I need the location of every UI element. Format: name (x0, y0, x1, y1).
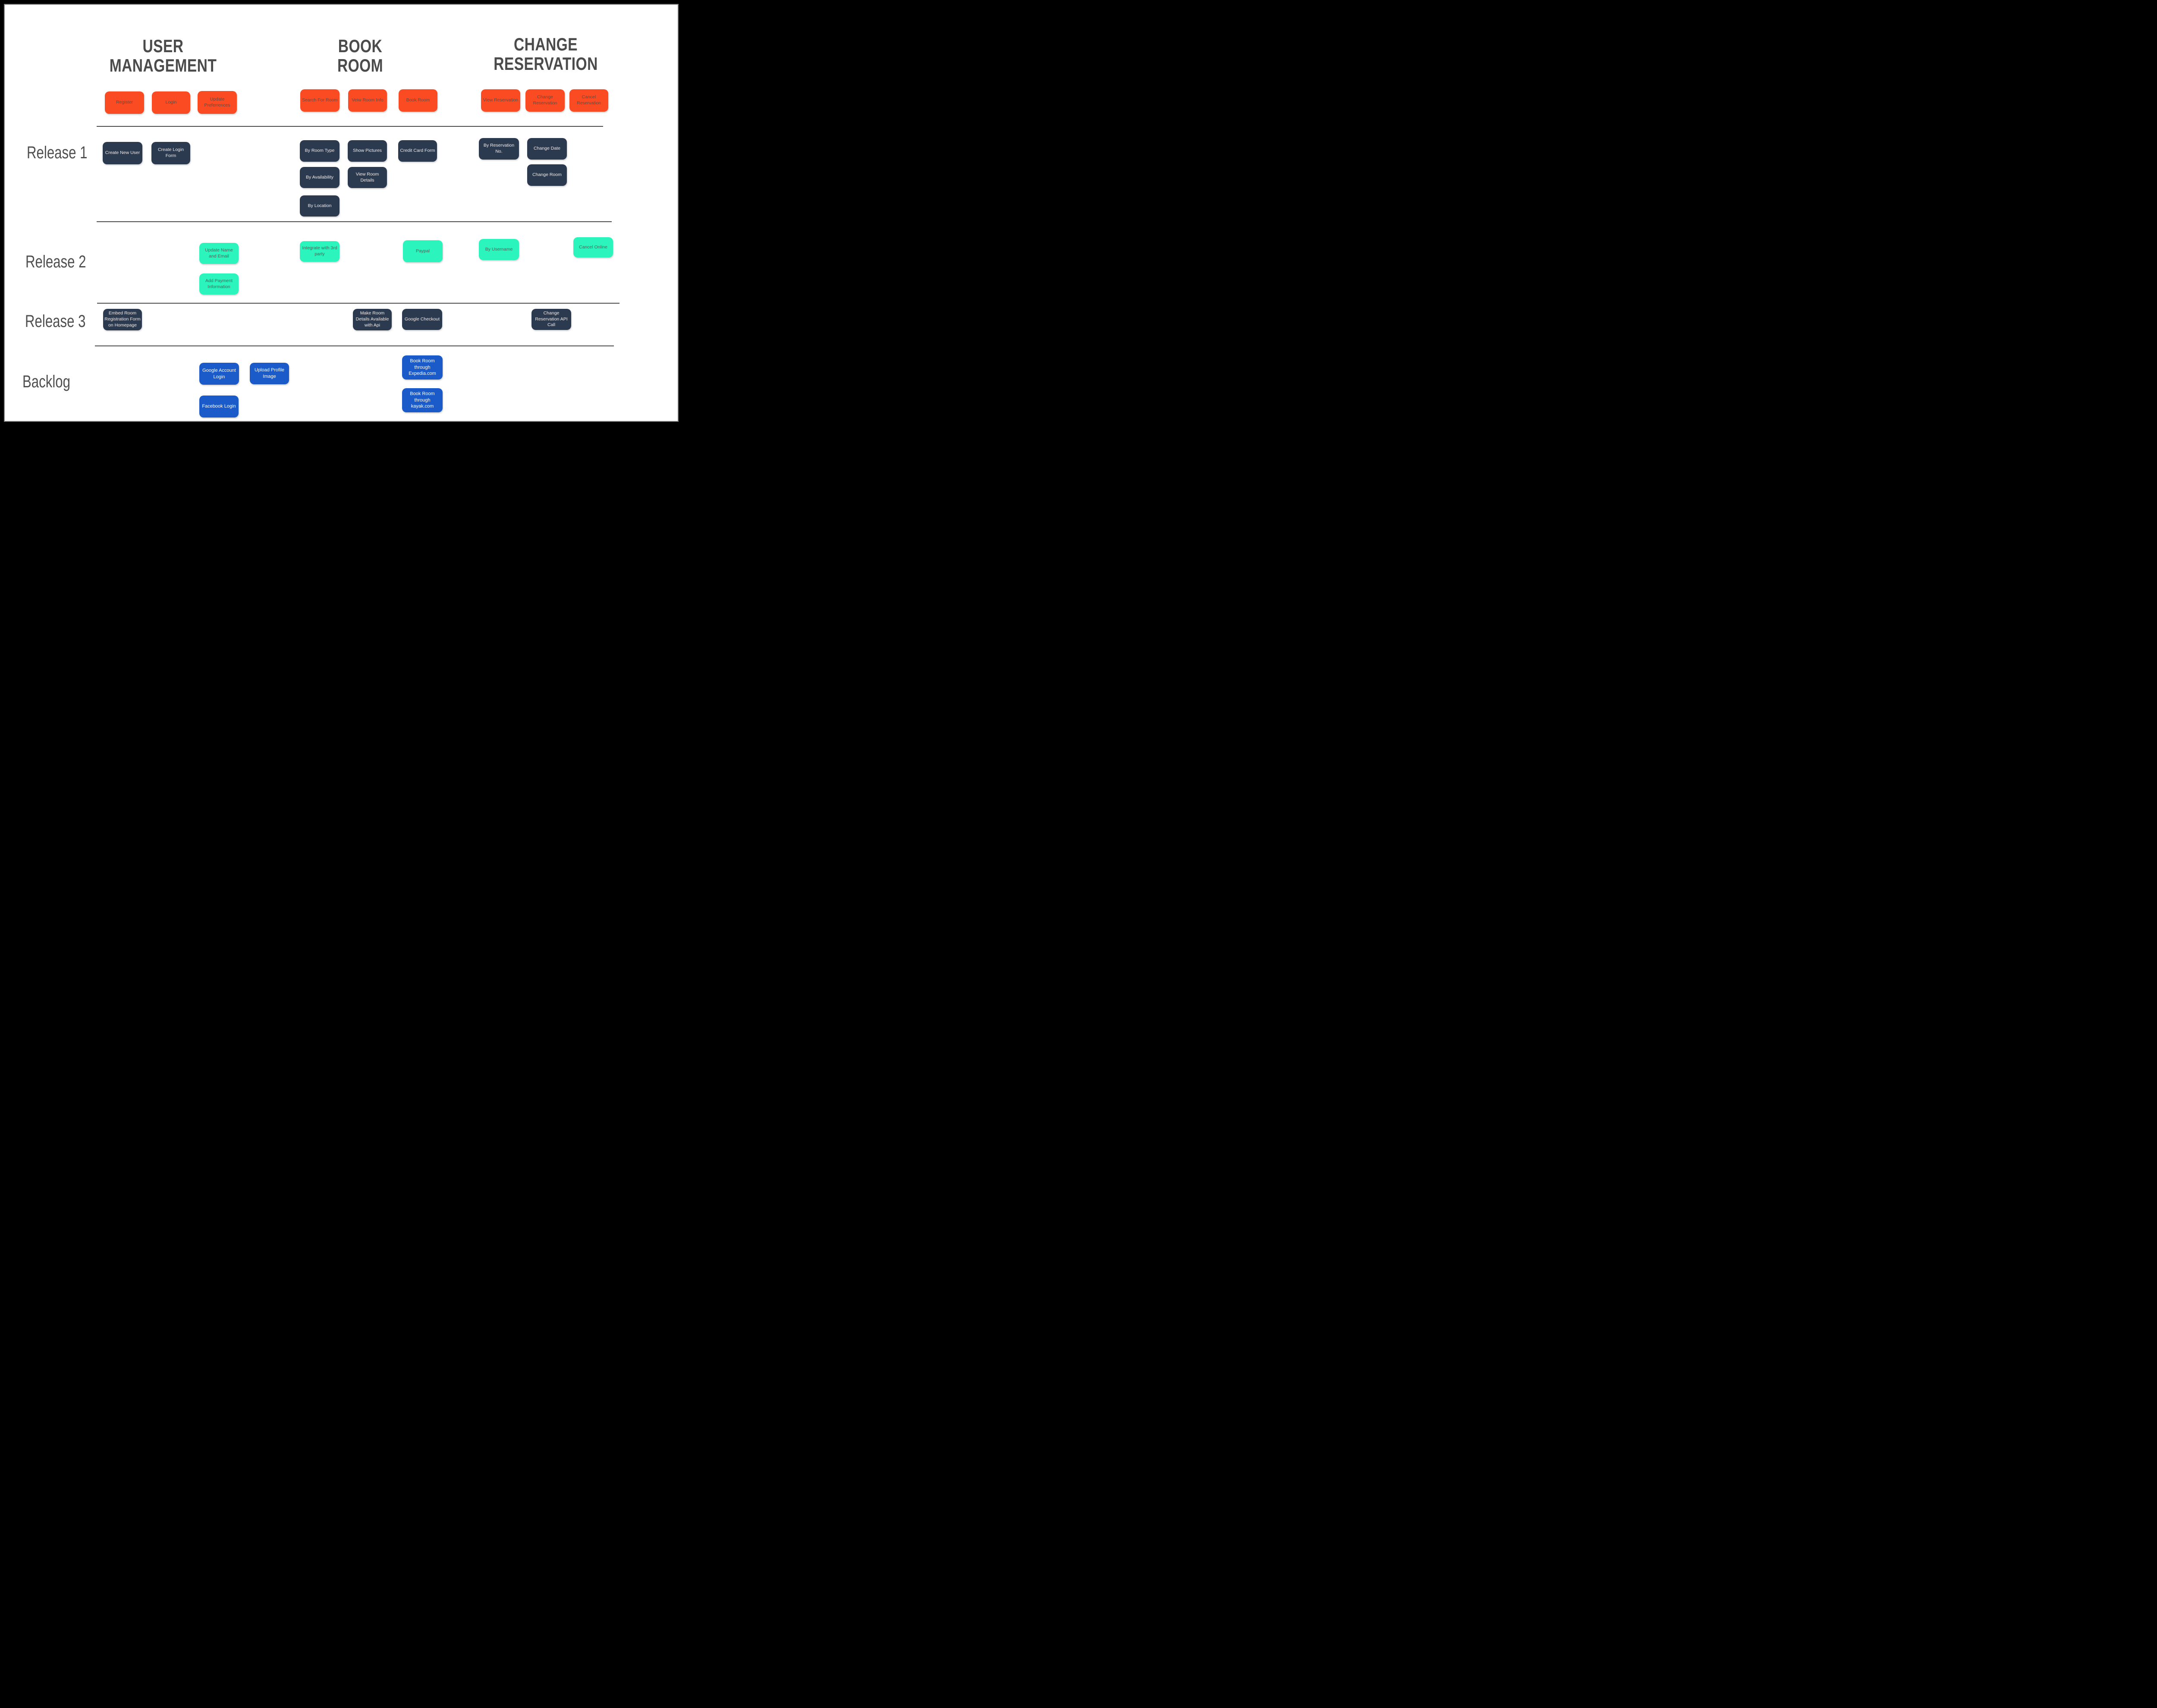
row-label-release-3: Release 3 (25, 312, 86, 331)
story-card-facebook-login[interactable]: Facebook Login (199, 396, 239, 418)
story-card-paypal[interactable]: Paypal (403, 240, 443, 262)
column-header-change-reservation: CHANGE RESERVATION (434, 35, 658, 73)
story-card-by-username[interactable]: By Username (479, 239, 519, 260)
story-card-change-reservation[interactable]: Change Reservation (525, 89, 565, 112)
story-card-create-new-user[interactable]: Create New User (103, 142, 142, 164)
story-card-register[interactable]: Register (105, 91, 144, 114)
column-header-book-room: BOOK ROOM (248, 36, 472, 75)
column-title-line: CHANGE (513, 34, 578, 54)
story-card-change-reservation-api-call[interactable]: Change Reservation API Call (531, 309, 571, 330)
story-card-credit-card-form[interactable]: Credit Card Form (398, 140, 437, 162)
story-card-change-room[interactable]: Change Room (527, 164, 567, 186)
row-label-backlog: Backlog (22, 372, 71, 391)
row-label-release-1: Release 1 (27, 143, 88, 162)
row-divider-release-1 (97, 221, 612, 222)
column-title-line: USER (142, 36, 184, 56)
story-card-book-room[interactable]: Book Room (399, 89, 437, 112)
column-title-line: RESERVATION (494, 53, 598, 74)
story-card-book-room-through-expedia[interactable]: Book Room through Expedia.com (402, 355, 443, 380)
story-card-google-checkout[interactable]: Google Checkout (402, 309, 442, 330)
story-map-board (4, 4, 679, 422)
story-card-book-room-through-kayak[interactable]: Book Room through kayak.com (402, 388, 443, 412)
story-card-cancel-online[interactable]: Cancel Online (573, 237, 613, 257)
story-card-by-room-type[interactable]: By Room Type (300, 140, 340, 162)
story-card-embed-room-registration-form-on-homepage[interactable]: Embed Room Registration Form on Homepage (103, 309, 142, 330)
story-card-by-location[interactable]: By Location (300, 195, 340, 217)
story-card-update-name-and-email[interactable]: Update Name and Email (199, 243, 239, 264)
story-card-change-date[interactable]: Change Date (527, 138, 567, 160)
story-card-google-account-login[interactable]: Google Account Login (199, 363, 239, 385)
story-card-view-reservation[interactable]: View Reservation (481, 89, 520, 112)
story-card-by-availability[interactable]: By Availability (300, 167, 340, 188)
row-divider-epics (97, 126, 603, 127)
story-card-show-pictures[interactable]: Show Pictures (348, 140, 387, 162)
story-card-update-preferrences[interactable]: Update Preferrences (198, 91, 237, 114)
story-card-add-payment-information[interactable]: Add Payment Information (199, 273, 239, 295)
story-card-cancel-reservation[interactable]: Cancel Reservation (569, 89, 608, 112)
column-header-user-management: USER MANAGEMENT (51, 36, 275, 75)
story-card-view-room-details[interactable]: View Room Details (348, 167, 387, 188)
story-card-search-for-room[interactable]: Search For Room (300, 89, 340, 112)
story-card-by-reservation-no[interactable]: By Reservation No. (479, 138, 519, 160)
story-card-create-login-form[interactable]: Create Login Form (151, 142, 190, 164)
column-title-line: BOOK (338, 36, 383, 56)
row-divider-release-2 (97, 303, 619, 304)
column-title-line: MANAGEMENT (109, 55, 217, 75)
column-title-line: ROOM (337, 55, 384, 75)
story-card-integrate-with-3rd-party[interactable]: Integrate with 3rd party (300, 241, 340, 262)
story-card-login[interactable]: Login (152, 91, 190, 114)
story-map-frame: USER MANAGEMENT BOOK ROOM CHANGE RESERVA… (0, 0, 684, 427)
row-label-release-2: Release 2 (25, 252, 86, 271)
story-card-make-room-details-available-with-api[interactable]: Make Room Details Available with Api (353, 309, 392, 330)
row-divider-release-3 (95, 345, 614, 346)
story-card-upload-profile-image[interactable]: Upload Profile Image (250, 363, 289, 384)
story-card-veiw-room-info[interactable]: Veiw Room Info (348, 89, 387, 112)
